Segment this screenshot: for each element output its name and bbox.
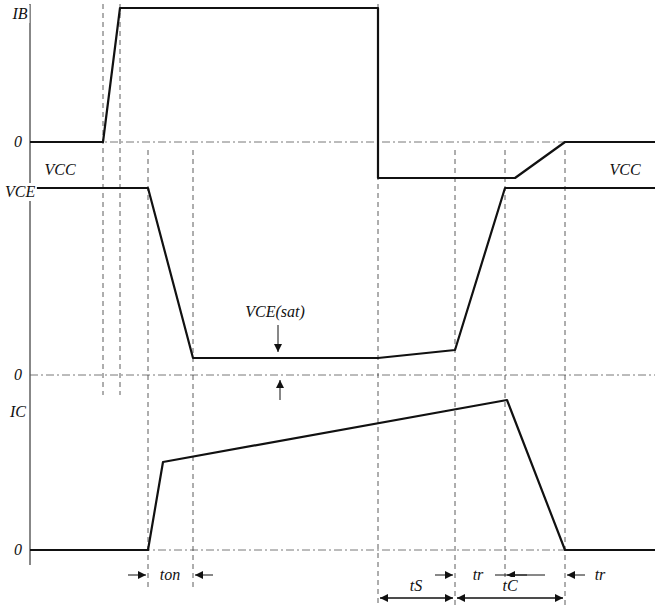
- time-label: ton: [158, 566, 182, 584]
- zero-mark: 0: [12, 366, 24, 384]
- waveform: [30, 400, 655, 550]
- dimension-arrow: [457, 598, 563, 599]
- zero-line: [30, 375, 655, 376]
- guide-line: [455, 150, 456, 606]
- waveform: [30, 8, 655, 178]
- dimension-arrow: [280, 380, 281, 400]
- guide-line: [148, 150, 149, 590]
- zero-mark: 0: [12, 133, 24, 151]
- zero-mark: 0: [12, 541, 24, 559]
- time-label: tr: [593, 566, 608, 584]
- dimension-arrow: [380, 598, 453, 599]
- dimension-arrow: [435, 575, 453, 576]
- voltage-level: VCE(sat): [243, 303, 307, 321]
- guide-line: [120, 4, 121, 395]
- voltage-level: VCC: [42, 161, 77, 179]
- vertical-axis: [30, 4, 31, 565]
- dimension-arrow: [567, 575, 585, 576]
- dimension-arrow: [380, 598, 453, 599]
- signal-name: VCE: [3, 183, 37, 201]
- guide-line: [565, 150, 566, 606]
- zero-line: [30, 142, 655, 143]
- dimension-arrow: [278, 325, 279, 352]
- time-label: tC: [500, 577, 519, 595]
- voltage-level: VCC: [607, 161, 642, 179]
- guide-line: [103, 4, 104, 395]
- dimension-line: [495, 575, 545, 576]
- signal-name: IC: [8, 403, 28, 421]
- signal-name: IB: [10, 5, 29, 23]
- dimension-arrow: [457, 598, 563, 599]
- time-label: tr: [471, 566, 486, 584]
- dimension-arrow: [128, 575, 146, 576]
- time-label: tS: [408, 577, 424, 595]
- dimension-arrow: [195, 575, 213, 576]
- waveform: [30, 188, 655, 358]
- guide-line: [505, 150, 506, 590]
- guide-line: [193, 150, 194, 590]
